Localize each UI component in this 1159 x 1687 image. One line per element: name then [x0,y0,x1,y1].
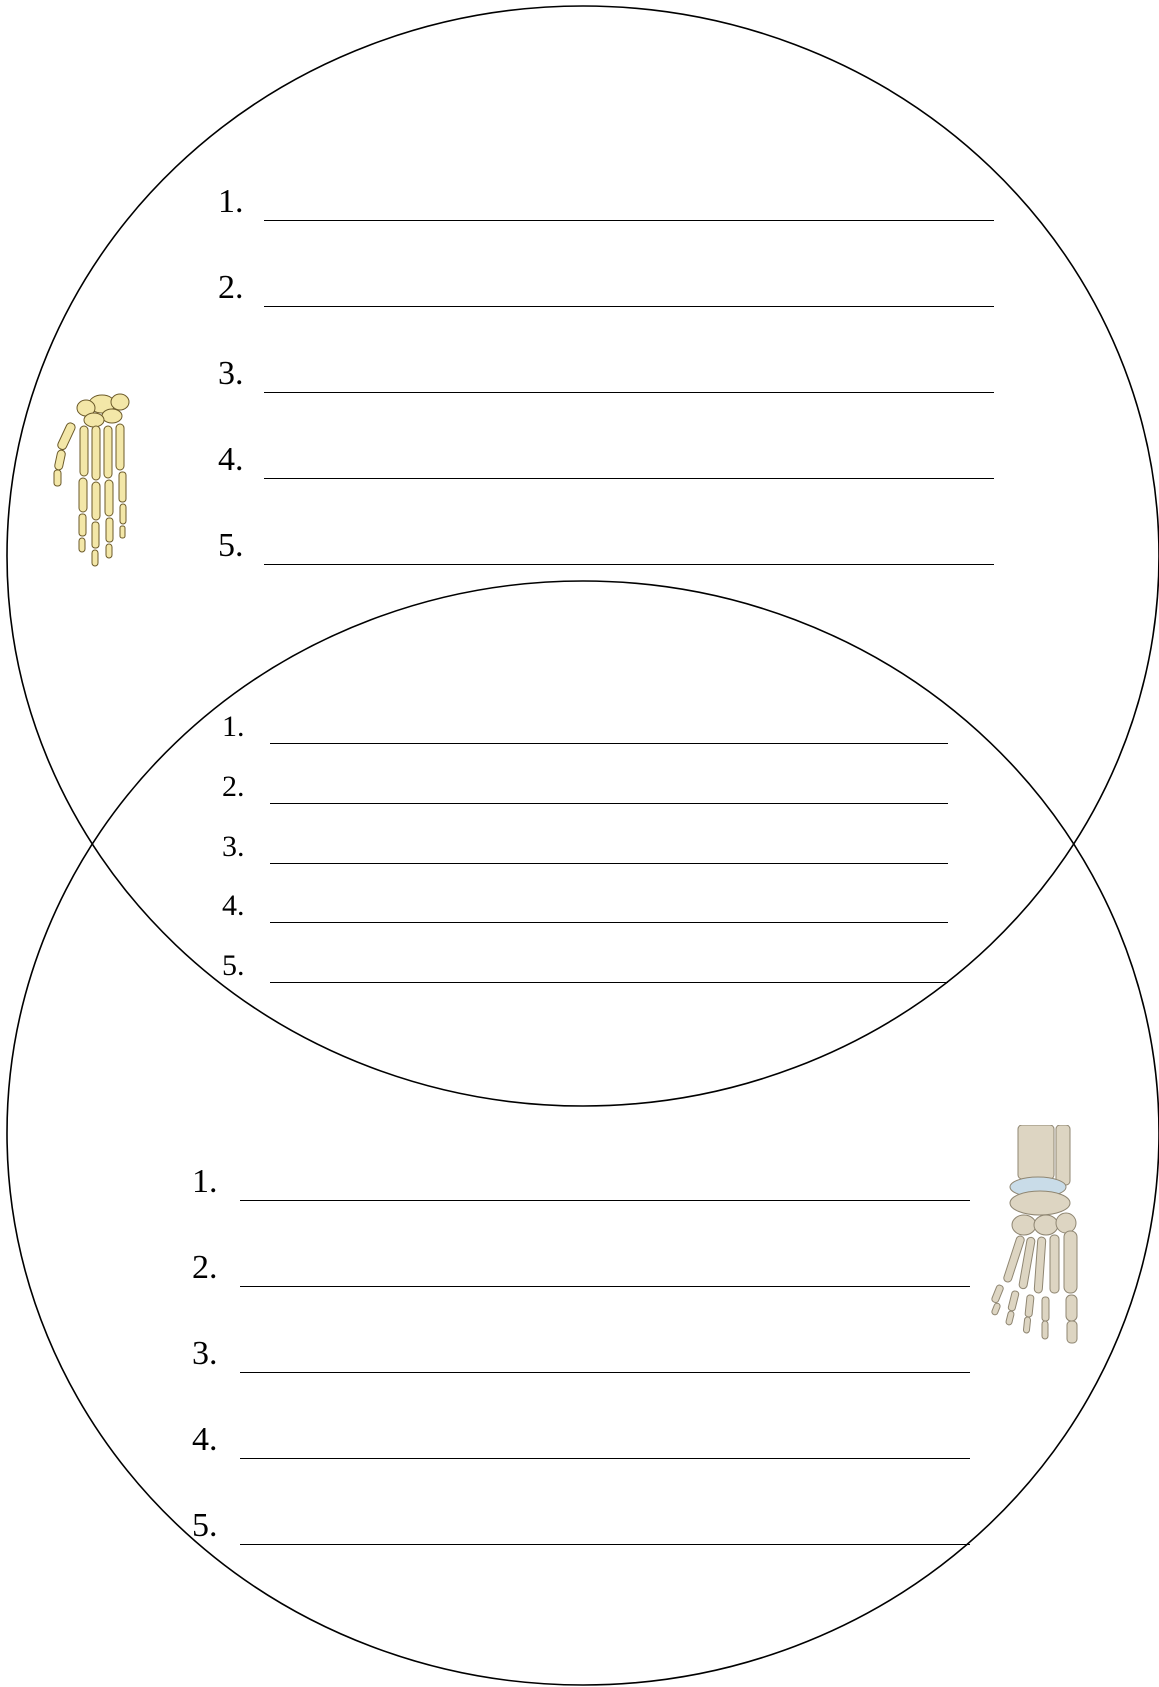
list-item[interactable]: 5. [222,949,948,983]
list-item[interactable]: 4. [222,889,948,923]
answer-blank[interactable] [240,1172,970,1201]
list-item[interactable]: 5. [192,1507,970,1545]
answer-blank[interactable] [264,278,994,307]
item-number: 5. [222,949,270,983]
list-item[interactable]: 5. [218,527,994,565]
list-item[interactable]: 1. [218,183,994,221]
item-number: 1. [192,1163,240,1201]
item-number: 3. [222,830,270,864]
list-item[interactable]: 3. [218,355,994,393]
item-number: 1. [222,710,270,744]
list-item[interactable]: 3. [222,830,948,864]
answer-blank[interactable] [264,192,994,221]
answer-blank[interactable] [240,1344,970,1373]
item-number: 1. [218,183,264,221]
item-number: 2. [222,770,270,804]
list-item[interactable]: 2. [218,269,994,307]
list-item[interactable]: 4. [192,1421,970,1459]
item-number: 3. [192,1335,240,1373]
item-number: 5. [192,1507,240,1545]
list-item[interactable]: 3. [192,1335,970,1373]
list-item[interactable]: 4. [218,441,994,479]
list-item[interactable]: 1. [222,710,948,744]
list-item[interactable]: 1. [192,1163,970,1201]
answer-blank[interactable] [240,1258,970,1287]
answer-blank[interactable] [270,839,948,864]
answer-blank[interactable] [240,1430,970,1459]
list-item[interactable]: 2. [222,770,948,804]
answer-blank[interactable] [264,450,994,479]
item-number: 2. [218,269,264,307]
answer-blank[interactable] [240,1516,970,1545]
answer-blank[interactable] [270,898,948,923]
answer-blank[interactable] [270,779,948,804]
item-number: 2. [192,1249,240,1287]
list-item[interactable]: 2. [192,1249,970,1287]
item-number: 5. [218,527,264,565]
item-number: 4. [192,1421,240,1459]
hand-skeleton-icon [52,392,152,582]
answer-blank[interactable] [264,364,994,393]
item-number: 4. [222,889,270,923]
item-number: 3. [218,355,264,393]
answer-blank[interactable] [270,958,948,983]
answer-blank[interactable] [270,719,948,744]
answer-blank[interactable] [264,536,994,565]
item-number: 4. [218,441,264,479]
foot-skeleton-icon [990,1125,1110,1355]
